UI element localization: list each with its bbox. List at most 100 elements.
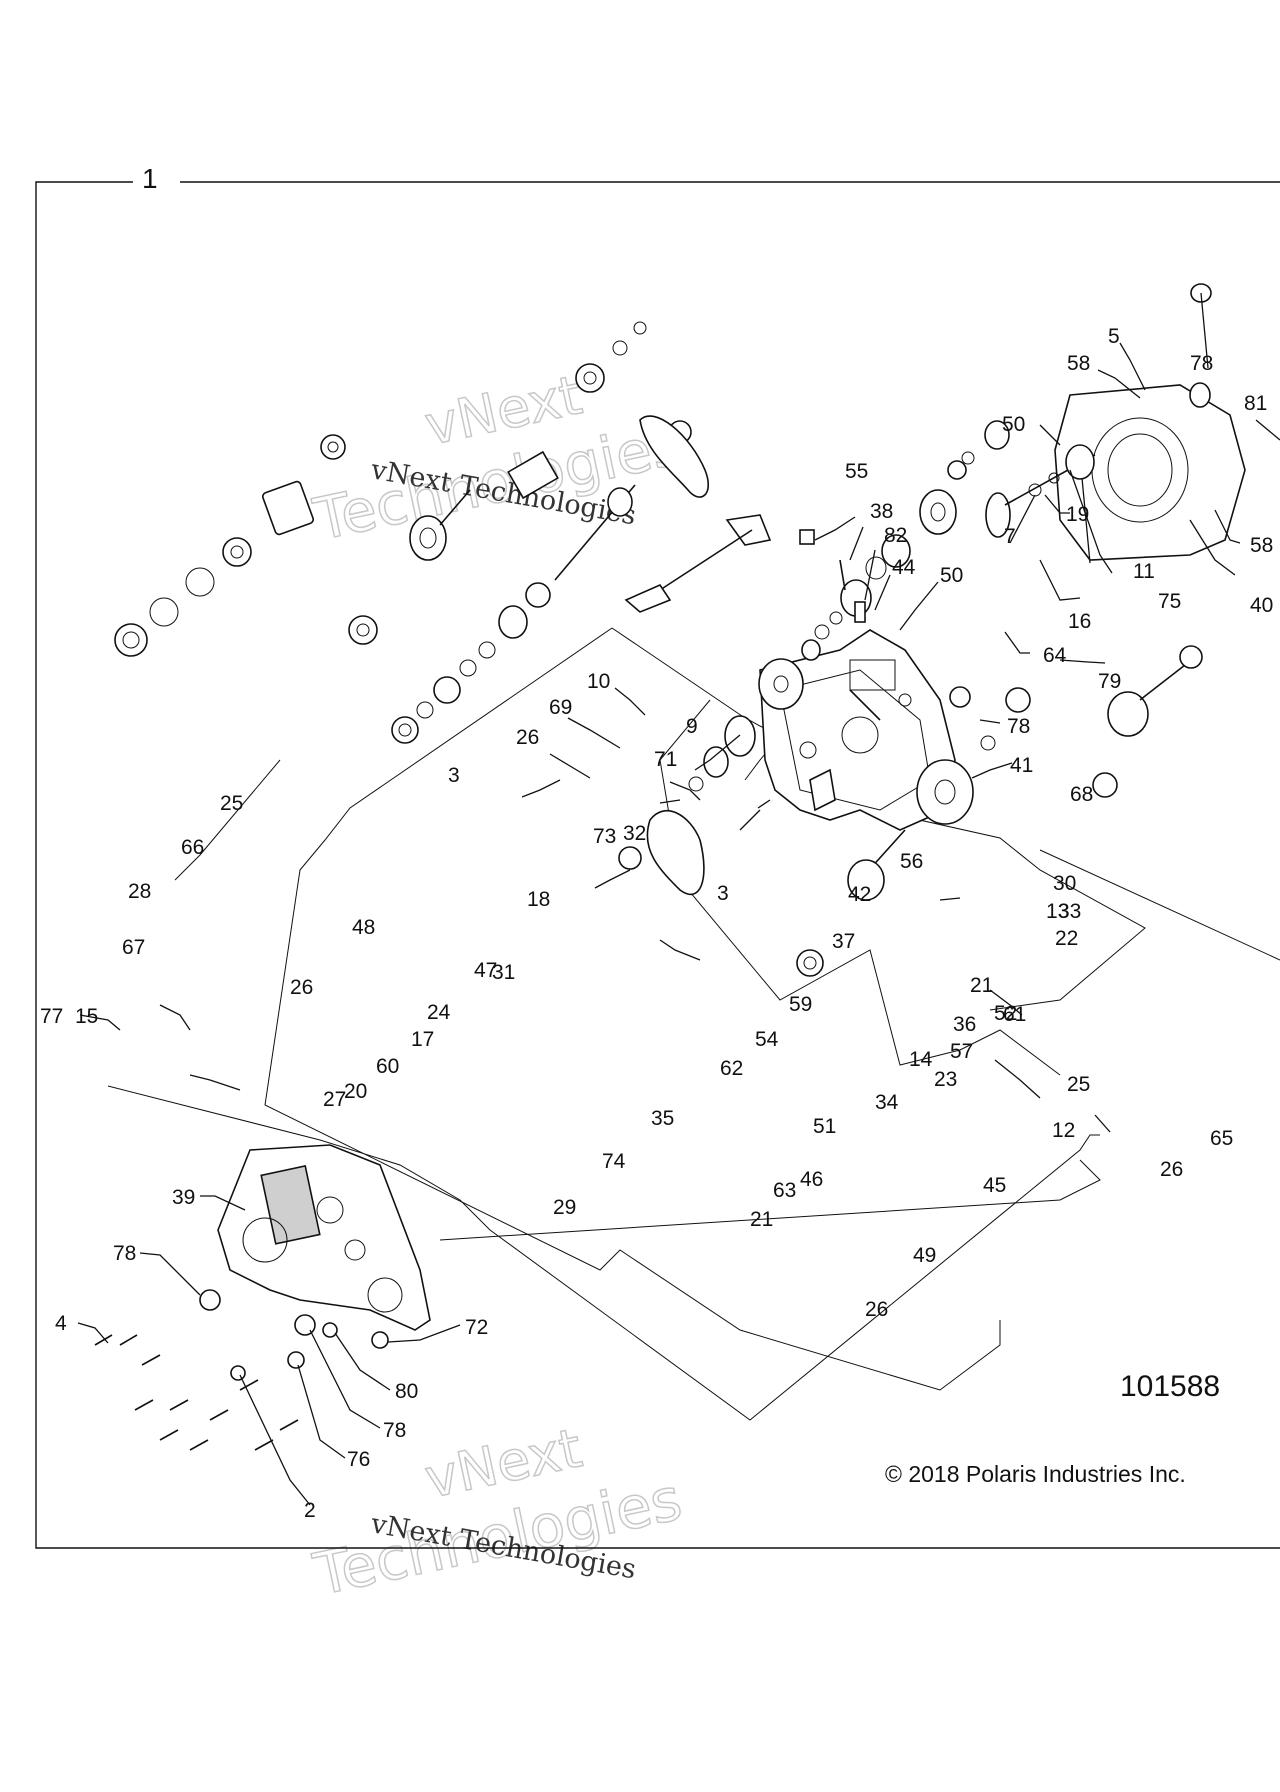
group-line-4 [829, 799, 1146, 1011]
callout-76: 76 [347, 1448, 370, 1471]
callout-26: 26 [865, 1298, 888, 1321]
callout-61: 61 [1003, 1003, 1026, 1026]
chain-74 [646, 809, 705, 896]
callout-2: 2 [304, 1499, 316, 1522]
ring-67 [185, 567, 215, 597]
group-line-5 [1039, 849, 1280, 961]
callout-60: 60 [376, 1055, 399, 1078]
gear-18 [607, 487, 633, 517]
pin-2 [230, 1365, 246, 1381]
bearing-27 [391, 716, 419, 744]
callout-21: 21 [970, 974, 993, 997]
bearing-26-upper [575, 363, 605, 393]
group-line-7 [174, 759, 281, 881]
callout-13: 13 [1046, 900, 1069, 923]
gear-48 [409, 515, 447, 561]
callout-56: 56 [900, 850, 923, 873]
callout-26: 26 [516, 726, 539, 749]
callout-19: 19 [1066, 503, 1089, 526]
callout-30: 30 [1053, 872, 1076, 895]
bearing-61 [881, 534, 911, 568]
callout-29: 29 [553, 1196, 576, 1219]
frame-left-bottom [35, 181, 1280, 1549]
bearing-26 [348, 615, 378, 645]
callout-75: 75 [1158, 590, 1181, 613]
callout-36: 36 [953, 1013, 976, 1036]
gear-49 [847, 859, 885, 901]
callout-46: 46 [800, 1168, 823, 1191]
ring-36 [865, 556, 887, 580]
callout-59: 59 [789, 993, 812, 1016]
group-line-6 [107, 1085, 1100, 1421]
watermark-top: vNext Technologies vNext Technologies [307, 363, 688, 555]
chain-73 [639, 415, 710, 498]
spring-38 [839, 559, 846, 591]
callout-28: 28 [128, 880, 151, 903]
callout-66: 66 [181, 836, 204, 859]
parts-internals [94, 283, 1212, 1451]
callout-57: 57 [950, 1040, 973, 1063]
callout-65: 65 [1210, 1127, 1233, 1150]
bolts-left [94, 1334, 299, 1451]
callout-58: 58 [1067, 352, 1090, 375]
callout-68: 68 [1070, 783, 1093, 806]
leader-lines [521, 292, 1280, 1133]
seal-78-left [199, 1289, 221, 1311]
callout-12: 12 [1052, 1119, 1075, 1142]
gear-30 [984, 420, 1010, 450]
ring-24 [478, 641, 496, 659]
bearing-26-low [796, 949, 824, 977]
transmission-case-left [217, 1144, 431, 1331]
bearing-25 [320, 434, 346, 460]
ring-80 [322, 1322, 338, 1338]
fork-62 [624, 583, 672, 613]
gear-51 [758, 658, 804, 710]
shaft-48 [439, 489, 471, 526]
washer-77 [114, 623, 148, 657]
ring-69 [612, 340, 628, 356]
callout-40: 40 [1250, 594, 1273, 617]
callout-5: 5 [1108, 325, 1120, 348]
fork-59 [725, 514, 772, 546]
callout-42: 42 [848, 883, 871, 906]
shaft-56 [849, 689, 881, 721]
copyright-notice: © 2018 Polaris Industries Inc. [885, 1461, 1186, 1487]
callout-71: 71 [654, 748, 677, 771]
plate-68 [507, 450, 559, 500]
ring-20 [416, 701, 434, 719]
ring-14 [829, 611, 843, 625]
callout-79: 79 [1098, 670, 1121, 693]
bearing-25-right [1005, 687, 1031, 713]
callout-78: 78 [383, 1419, 406, 1442]
gear-45 [916, 759, 974, 825]
callout-4: 4 [55, 1312, 67, 1335]
callout-17: 17 [411, 1028, 434, 1051]
plug-72 [371, 1331, 389, 1349]
callout-45: 45 [983, 1174, 1006, 1197]
callout-47: 47 [474, 959, 497, 982]
callout-49: 49 [913, 1244, 936, 1267]
callout-37: 37 [832, 930, 855, 953]
bearing-29 [618, 846, 642, 870]
callout-48: 48 [352, 916, 375, 939]
bearing-60 [433, 676, 461, 704]
callout-78: 78 [1190, 352, 1213, 375]
callout-51: 51 [813, 1115, 836, 1138]
callout-23: 23 [934, 1068, 957, 1091]
callout-80: 80 [395, 1380, 418, 1403]
ring-15 [149, 597, 179, 627]
callout-77: 77 [40, 1005, 63, 1028]
callout-82: 82 [884, 524, 907, 547]
gear-47 [498, 605, 528, 639]
lever-42 [809, 768, 836, 812]
drawing-number: 101588 [1120, 1370, 1220, 1403]
callout-64: 64 [1043, 644, 1067, 667]
ring-12 [980, 735, 996, 751]
ring-17 [459, 659, 477, 677]
callout-14: 14 [909, 1048, 933, 1071]
ring-16 [1048, 472, 1060, 484]
callout-63: 63 [773, 1179, 796, 1202]
ring-13 [961, 451, 975, 465]
fitting-55 [799, 529, 815, 545]
